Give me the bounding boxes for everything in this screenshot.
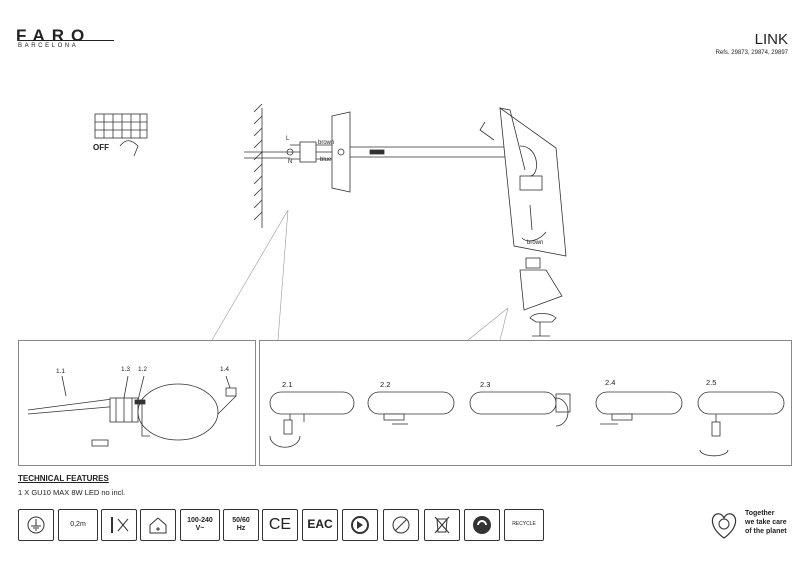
distance-value: 0,2m <box>70 521 86 529</box>
lamp-arm <box>350 146 505 158</box>
weee-bin-icon <box>424 509 460 541</box>
step-label-2-4: 2.4 <box>605 378 616 387</box>
eco-line-1: Together <box>745 510 775 517</box>
brand-subtitle: BARCELONA <box>18 43 79 49</box>
frequency-value: 50/60 <box>232 517 250 525</box>
detail-drawings <box>27 375 785 457</box>
wire-label-brown: brown <box>318 140 335 146</box>
step-label-2-1: 2.1 <box>282 380 293 389</box>
wall-hatch <box>253 103 263 228</box>
detail-panel-right <box>259 340 792 466</box>
step-label-2-5: 2.5 <box>706 378 717 387</box>
no-insulation-cover-icon <box>101 509 137 541</box>
product-refs: Refs. 29873, 29874, 29897 <box>715 50 788 56</box>
eac-mark-icon: EAC <box>302 509 338 541</box>
earth-class-icon <box>18 509 54 541</box>
voltage-value: 100-240 <box>187 517 213 525</box>
product-title: LINK <box>754 31 788 48</box>
wall-plate <box>331 111 351 193</box>
planet-heart-icon <box>711 513 737 539</box>
energy-label-icon <box>342 509 378 541</box>
lamp-shade <box>499 107 567 257</box>
installation-diagram <box>94 103 567 341</box>
step-2-3-drawing <box>469 391 571 427</box>
step-2-1-drawing <box>269 391 355 448</box>
breaker-off-label: OFF <box>93 143 109 152</box>
eac-mark: EAC <box>307 517 333 532</box>
breaker-panel-icon <box>94 113 148 157</box>
brand-underline <box>18 40 114 41</box>
step-label-2-2: 2.2 <box>380 380 391 389</box>
wire-label-blue: blue <box>320 157 332 163</box>
eco-line-3: of the planet <box>745 527 787 535</box>
callout-1-1: 1.1 <box>56 368 66 375</box>
indoor-use-icon <box>140 509 176 541</box>
tech-features-line: 1 X GU10 MAX 8W LED no incl. <box>18 488 126 497</box>
wire-label-n: N <box>288 159 293 165</box>
voltage-unit: V~ <box>195 525 205 532</box>
callout-1-3: 1.3 <box>121 366 131 373</box>
ce-mark: CE <box>268 516 292 534</box>
recycle-label: RECYCLE <box>512 521 536 528</box>
distance-icon: 0,2m <box>58 509 98 541</box>
detail-panel-left <box>18 340 256 466</box>
recycle-icon: RECYCLE <box>504 509 544 541</box>
step-2-5-drawing <box>697 391 785 457</box>
step-2-4-drawing <box>595 391 683 425</box>
green-dot-icon <box>464 509 500 541</box>
wire-label-l: L <box>286 136 290 142</box>
eco-slogan: Together we take care of the planet <box>745 510 787 536</box>
eco-line-2: we take care <box>745 518 787 526</box>
ce-mark-icon: CE <box>262 509 298 541</box>
callout-1-2: 1.2 <box>138 366 148 373</box>
tech-features-title: TECHNICAL FEATURES <box>18 474 109 483</box>
step-label-2-3: 2.3 <box>480 380 491 389</box>
frequency-unit: Hz <box>236 525 246 532</box>
lamp-wire-label: brown <box>527 240 544 246</box>
no-dimmable-icon <box>383 509 419 541</box>
step-2-2-drawing <box>367 391 455 425</box>
gu10-bulb <box>519 257 563 337</box>
callout-1-4: 1.4 <box>220 366 230 373</box>
